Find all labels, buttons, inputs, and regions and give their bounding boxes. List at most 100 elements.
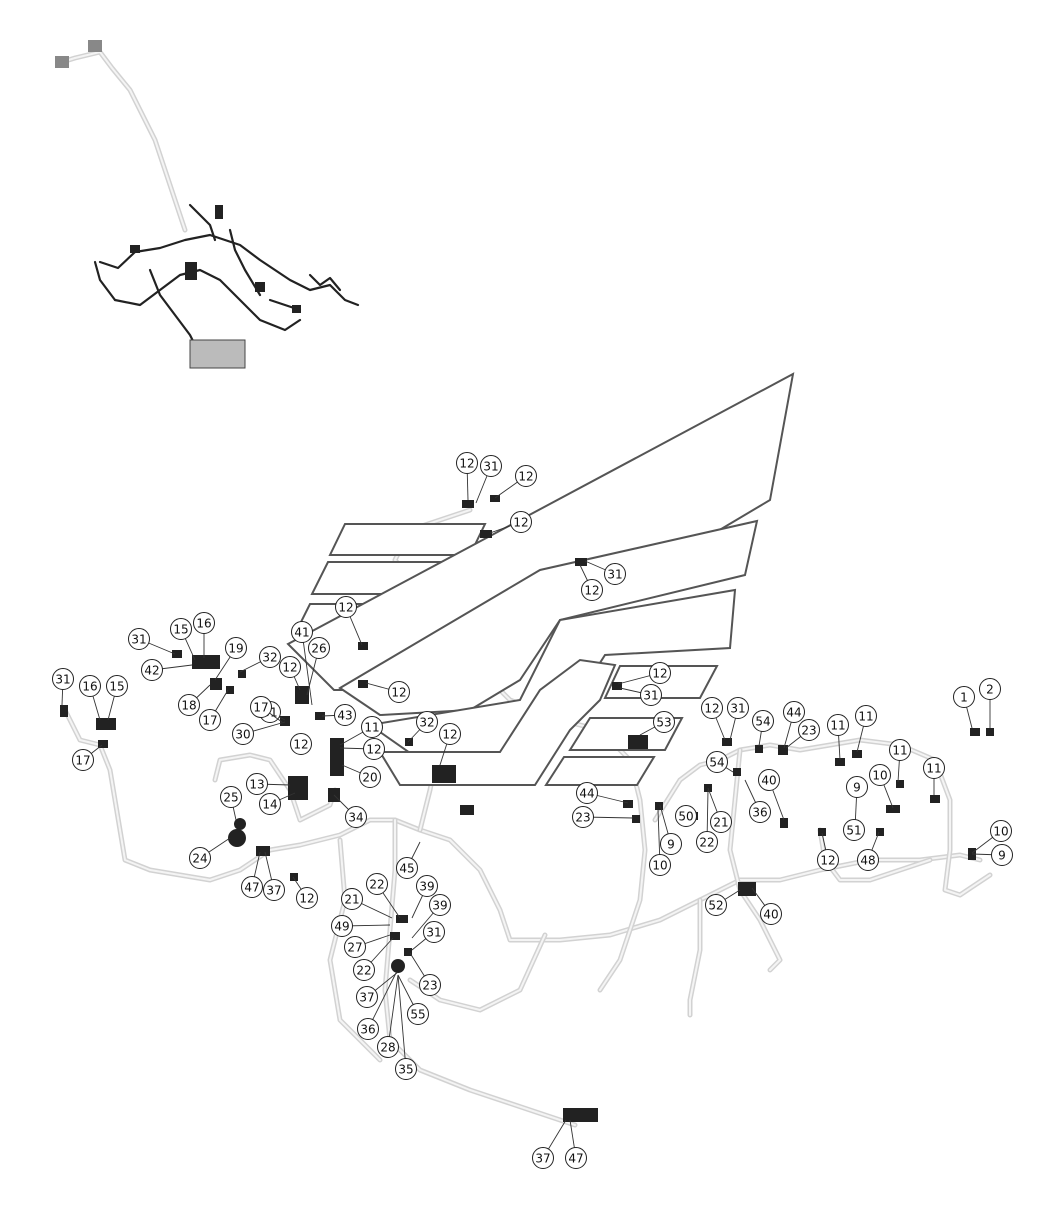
connector (234, 818, 246, 830)
connector (490, 495, 500, 502)
connector (612, 682, 622, 690)
callout-bubble (388, 681, 410, 703)
connector (563, 1108, 598, 1122)
connector (390, 932, 400, 940)
callout-bubble (869, 764, 891, 786)
callout-bubble (846, 776, 868, 798)
callout-bubble (532, 1147, 554, 1169)
connector (886, 805, 900, 813)
callout-bubble (232, 723, 254, 745)
callout-bubble (170, 618, 192, 640)
callout-number: 15 (109, 680, 124, 694)
callout-bubble (279, 656, 301, 678)
callout-bubble (953, 686, 975, 708)
connector (226, 686, 234, 694)
callout-number: 10 (872, 769, 887, 783)
callout-bubble (263, 879, 285, 901)
callout-number: 11 (926, 762, 941, 776)
callout-number: 23 (801, 724, 816, 738)
callout-bubble (749, 801, 771, 823)
callout-number: 12 (293, 738, 308, 752)
callout-number: 44 (579, 787, 594, 801)
callout-bubble (259, 646, 281, 668)
connector (655, 802, 663, 810)
connector (290, 873, 298, 881)
callout-bubble (331, 915, 353, 937)
panel (378, 658, 617, 786)
callout-leader (397, 974, 407, 1070)
connector (632, 815, 640, 823)
callout-number: 12 (299, 892, 314, 906)
callout-bubble (710, 811, 732, 833)
connector (396, 915, 408, 923)
callout-bubble (291, 621, 313, 643)
callout-number: 21 (713, 816, 728, 830)
connector (404, 948, 412, 956)
callout-number: 17 (253, 701, 268, 715)
callout-bubble (345, 806, 367, 828)
connector (986, 728, 994, 736)
callout-bubble (649, 662, 671, 684)
callout-bubble (290, 733, 312, 755)
callout-number: 47 (244, 881, 259, 895)
callout-bubble (798, 719, 820, 741)
callout-bubble (827, 714, 849, 736)
connector (192, 655, 220, 669)
callout-bubble (356, 986, 378, 1008)
callout-number: 31 (607, 568, 622, 582)
connector (330, 738, 344, 776)
callout-number: 16 (82, 680, 97, 694)
callout-number: 48 (860, 854, 875, 868)
callout-number: 36 (360, 1023, 375, 1037)
callout-number: 54 (709, 756, 724, 770)
connector (733, 768, 741, 776)
callout-number: 49 (334, 920, 349, 934)
callout-number: 21 (344, 893, 359, 907)
callout-number: 45 (399, 862, 414, 876)
callout-number: 26 (311, 642, 326, 656)
panel (544, 756, 656, 786)
connector (256, 846, 270, 856)
callout-number: 9 (853, 781, 861, 795)
connector (295, 686, 309, 704)
connector (462, 500, 474, 508)
callout-number: 50 (678, 810, 693, 824)
callout-number: 39 (419, 880, 434, 894)
callout-bubble (407, 1003, 429, 1025)
callout-bubble (423, 921, 445, 943)
connectors (60, 495, 994, 1122)
callout-bubble (706, 751, 728, 773)
overview-connector (185, 262, 197, 280)
connector (818, 828, 826, 836)
overview-connector (255, 282, 265, 292)
connector (96, 718, 116, 730)
callout-bubble (783, 701, 805, 723)
callout-bubble (705, 894, 727, 916)
callout-bubble (341, 888, 363, 910)
callout-number: 12 (282, 661, 297, 675)
callout-bubble (199, 709, 221, 731)
callout-number: 11 (892, 744, 907, 758)
callout-bubble (246, 773, 268, 795)
callout-number: 31 (426, 926, 441, 940)
connector (405, 738, 413, 746)
callout-number: 37 (359, 991, 374, 1005)
callout-number: 9 (998, 849, 1006, 863)
callout-bubble (308, 637, 330, 659)
overview-connector (130, 245, 140, 253)
callout-number: 12 (338, 601, 353, 615)
callout-number: 12 (366, 743, 381, 757)
callout-bubble (335, 596, 357, 618)
callout-bubble (572, 806, 594, 828)
callout-number: 39 (432, 899, 447, 913)
callout-number: 42 (144, 664, 159, 678)
callout-bubble (220, 786, 242, 808)
callout-number: 51 (846, 824, 861, 838)
connector (432, 765, 456, 783)
connector (780, 818, 788, 828)
connector (623, 800, 633, 808)
connector (98, 740, 108, 748)
callout-bubble (106, 675, 128, 697)
callout-bubble (396, 857, 418, 879)
connector (755, 745, 763, 753)
